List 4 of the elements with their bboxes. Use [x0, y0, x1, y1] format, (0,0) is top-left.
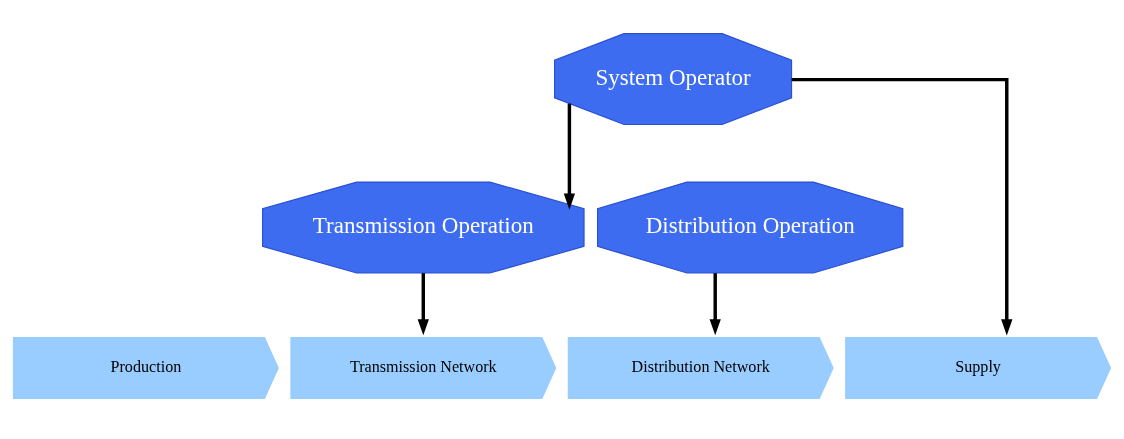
- arrow: [709, 273, 721, 336]
- arrow: [417, 273, 429, 336]
- arrow: [791, 77, 1013, 336]
- arrow: [563, 103, 576, 210]
